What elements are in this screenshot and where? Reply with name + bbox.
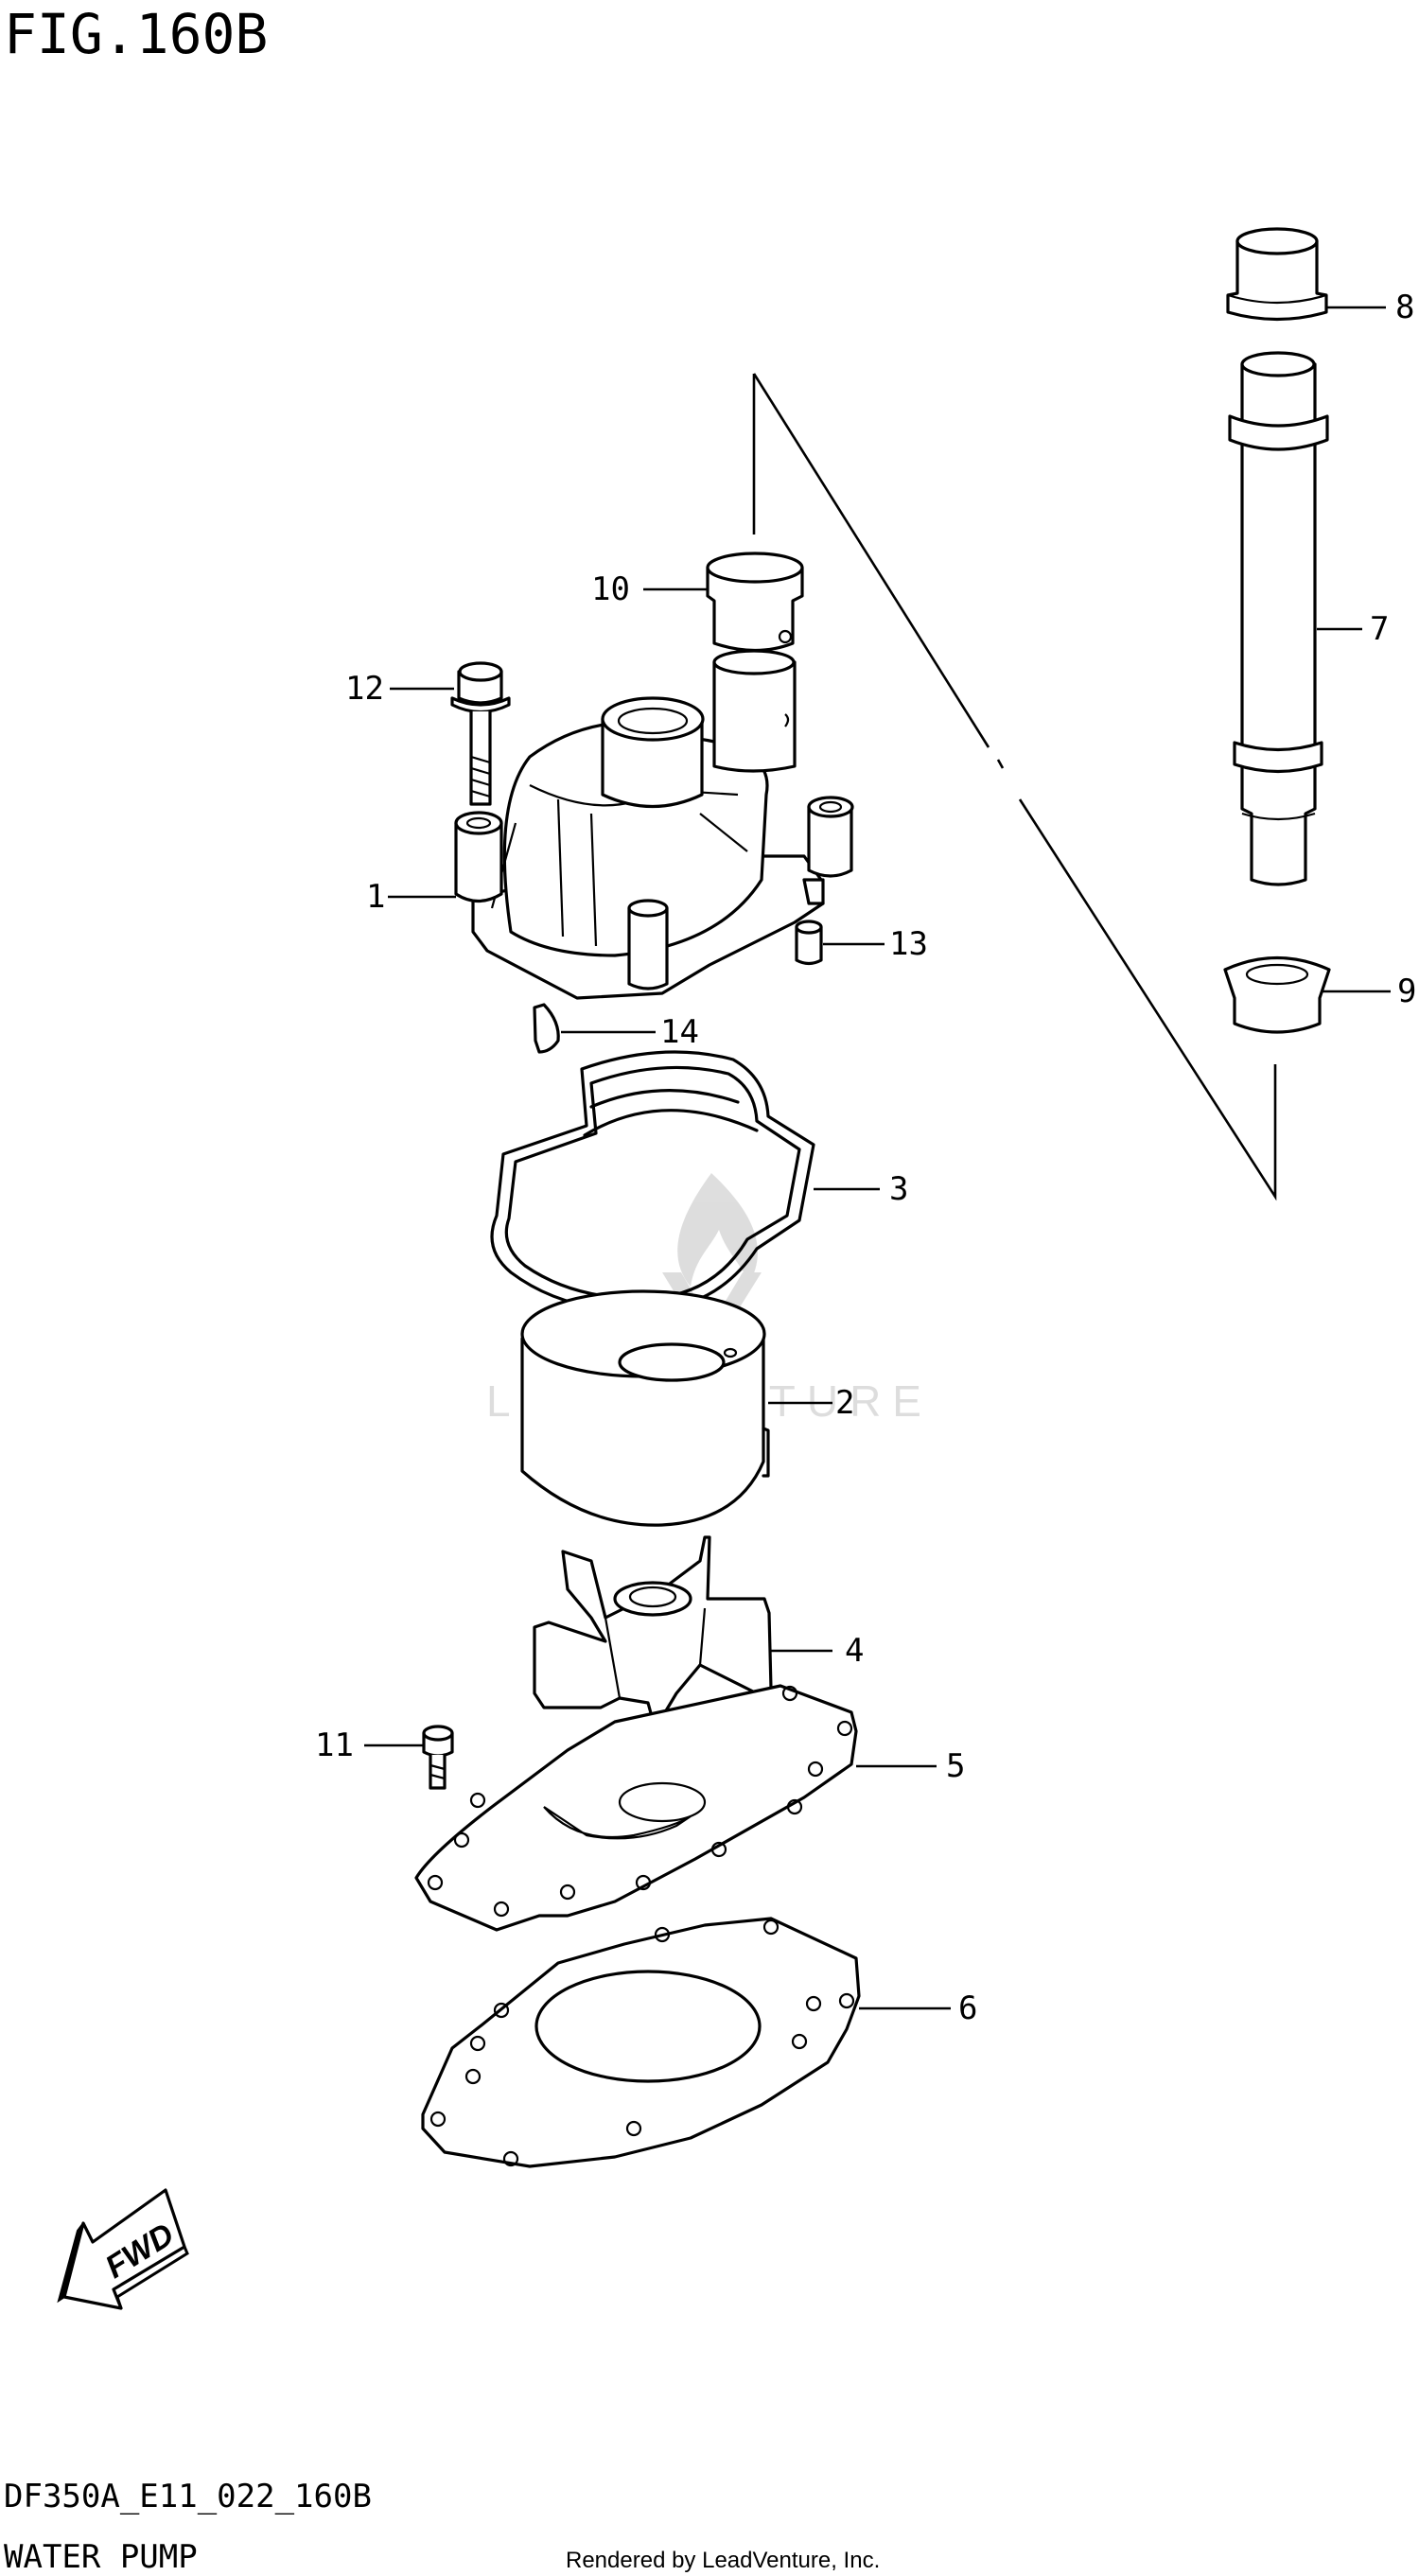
part-12-bolt — [450, 661, 511, 806]
fwd-arrow: FWD — [57, 2188, 189, 2310]
callout-14: 14 — [660, 1013, 699, 1051]
wear-plate-holes — [427, 1685, 853, 1918]
callout-6: 6 — [958, 1989, 977, 2027]
callout-12: 12 — [345, 670, 384, 708]
part-5-wear-plate — [414, 1684, 858, 1932]
part-13-dowel-pin — [795, 920, 823, 966]
part-4-impeller — [533, 1535, 773, 1757]
figure-name: WATER PUMP — [4, 2538, 198, 2576]
callout-7: 7 — [1370, 610, 1389, 648]
callout-2: 2 — [835, 1384, 854, 1422]
part-1-pump-housing — [454, 649, 854, 1000]
part-6-gasket — [421, 1917, 861, 2168]
callout-4: 4 — [845, 1632, 864, 1670]
figure-title: FIG.160B — [4, 2, 268, 66]
part-14-key — [533, 1003, 560, 1054]
callout-9: 9 — [1397, 973, 1416, 1010]
callout-3: 3 — [889, 1170, 908, 1208]
part-9-grommet — [1223, 956, 1331, 1034]
watermark-flame-icon — [677, 1173, 758, 1287]
callout-5: 5 — [946, 1747, 965, 1785]
callout-10: 10 — [591, 570, 630, 608]
rendered-by: Rendered by LeadVenture, Inc. — [566, 2548, 880, 2573]
callout-8: 8 — [1395, 289, 1414, 326]
callout-11: 11 — [315, 1726, 354, 1764]
callout-labels: 8 7 9 10 12 1 13 14 3 2 4 11 5 6 — [315, 289, 1416, 2027]
part-11-bolt — [422, 1725, 454, 1790]
leader-lines — [364, 306, 1391, 2010]
part-10-tube-joint — [706, 552, 804, 653]
part-2-liner — [520, 1289, 770, 1527]
callout-1: 1 — [366, 878, 385, 916]
callout-13: 13 — [889, 925, 928, 963]
figure-code: DF350A_E11_022_160B — [4, 2478, 372, 2515]
group-bracket — [752, 373, 1277, 1201]
part-3-seal — [490, 1050, 815, 1313]
part-8-bushing — [1226, 227, 1328, 322]
gasket-holes — [429, 1919, 855, 2167]
part-7-water-tube — [1228, 351, 1329, 886]
